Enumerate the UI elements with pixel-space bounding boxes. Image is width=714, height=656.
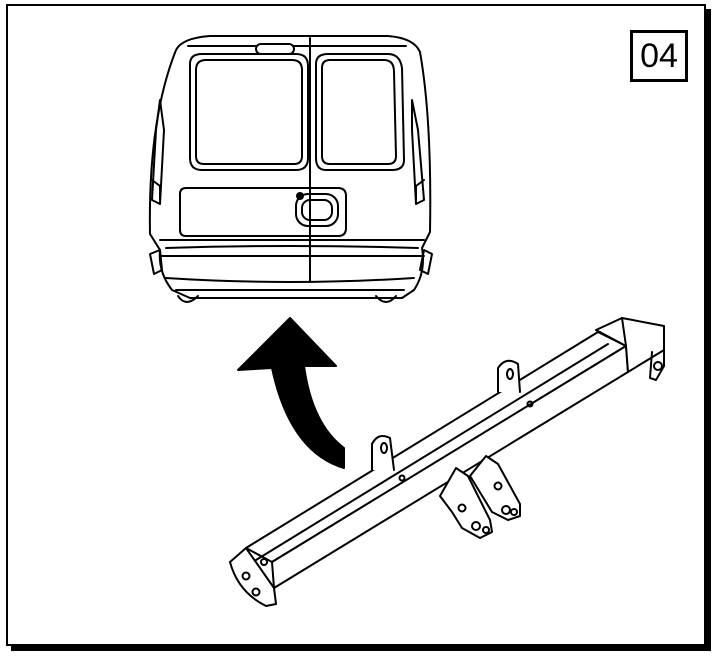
step-number-badge: 04 xyxy=(630,30,688,82)
right-tail-light xyxy=(411,99,425,205)
door-lock xyxy=(296,192,304,200)
van-body-outline xyxy=(148,35,432,299)
tow-bar-crossbeam xyxy=(229,317,665,607)
plate-recess xyxy=(179,187,347,237)
beam-front-face xyxy=(271,345,629,589)
brake-light xyxy=(255,43,295,55)
left-tail-light xyxy=(151,99,165,205)
left-rear-window xyxy=(195,59,303,165)
mount-tab-right xyxy=(497,359,521,393)
right-rear-window xyxy=(321,59,397,165)
door-handle xyxy=(295,193,339,227)
hitch-plate-front xyxy=(439,467,493,539)
van-rear-view xyxy=(148,35,433,303)
mounting-arrow xyxy=(237,317,345,469)
step-number: 04 xyxy=(640,36,678,75)
